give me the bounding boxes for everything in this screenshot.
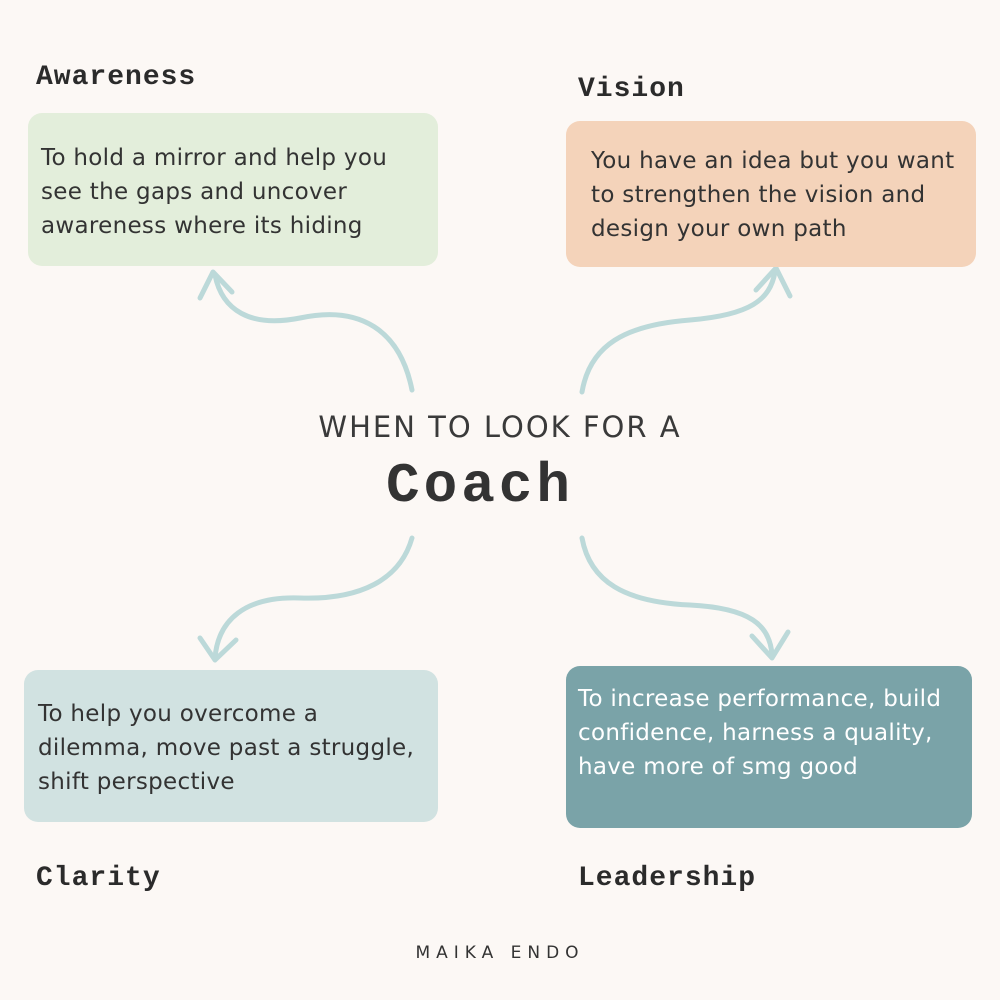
arrow-to-vision — [579, 265, 793, 395]
center-title: Coach — [385, 454, 575, 518]
vision-text: You have an idea but you want to strengt… — [591, 148, 955, 242]
leadership-box: To increase performance, build confidenc… — [566, 666, 972, 828]
vision-box: You have an idea but you want to strengt… — [566, 121, 976, 267]
arrow-to-leadership — [579, 535, 791, 661]
awareness-box: To hold a mirror and help you see the ga… — [28, 113, 438, 266]
leadership-text: To increase performance, build confidenc… — [578, 686, 942, 780]
arrow-to-awareness — [197, 269, 415, 393]
author-name: MAIKA ENDO — [415, 943, 585, 963]
awareness-text: To hold a mirror and help you see the ga… — [41, 145, 388, 239]
clarity-box: To help you overcome a dilemma, move pas… — [24, 670, 438, 822]
center-subtitle: WHEN TO LOOK FOR A — [318, 410, 682, 444]
clarity-text: To help you overcome a dilemma, move pas… — [38, 701, 415, 795]
awareness-heading: Awareness — [36, 62, 197, 93]
clarity-heading: Clarity — [36, 863, 161, 894]
vision-heading: Vision — [578, 74, 685, 105]
arrow-to-clarity — [197, 535, 415, 663]
leadership-heading: Leadership — [578, 863, 757, 894]
